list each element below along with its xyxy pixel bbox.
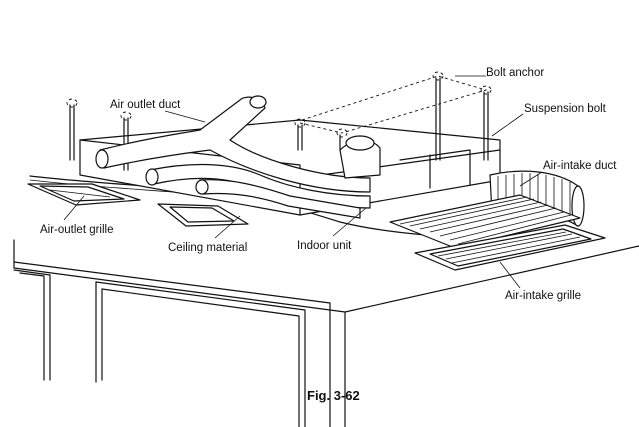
figure-caption: Fig. 3-62 [307,388,360,403]
label-ceiling-material: Ceiling material [168,242,247,254]
label-air-outlet-grille: Air-outlet grille [40,224,114,236]
label-indoor-unit: Indoor unit [297,240,352,252]
room-openings [13,269,306,427]
air-outlet-ducts [95,95,381,219]
label-air-intake-duct: Air-intake duct [543,160,617,172]
label-air-intake-grille: Air-intake grille [505,290,581,302]
label-suspension-bolt: Suspension bolt [524,103,607,115]
intake-mesh [389,194,581,249]
ceiling-slab [13,239,639,427]
leader-lines [63,75,543,289]
label-air-outlet-duct: Air outlet duct [110,99,181,111]
air-intake-grille [414,224,606,271]
air-outlet-grille [27,183,141,206]
ceiling-grille [157,203,249,227]
label-bolt-anchor: Bolt anchor [486,67,544,79]
